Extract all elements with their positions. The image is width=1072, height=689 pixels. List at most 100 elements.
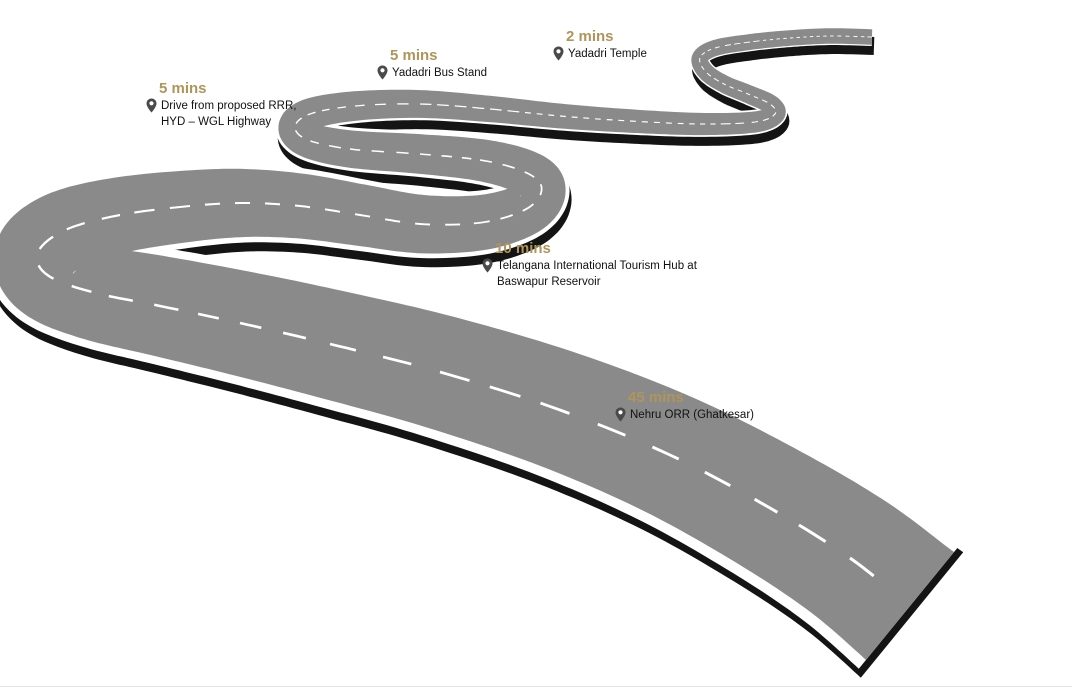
road-dash bbox=[524, 171, 535, 178]
road-dash bbox=[134, 208, 155, 214]
road-dash bbox=[419, 153, 431, 156]
road-dash bbox=[722, 82, 727, 86]
road-dash bbox=[707, 48, 712, 52]
road-dash bbox=[761, 99, 768, 103]
road-dash bbox=[204, 202, 221, 206]
road bbox=[0, 27, 964, 678]
road-dash bbox=[536, 113, 543, 115]
road-dash bbox=[382, 355, 412, 366]
road-dash bbox=[415, 222, 431, 226]
road-dash bbox=[489, 108, 502, 111]
road-dash bbox=[724, 44, 731, 47]
marker-time: 5 mins bbox=[159, 80, 207, 97]
road-dash bbox=[310, 140, 319, 145]
road-dash bbox=[439, 370, 470, 382]
marker-description: Yadadri Bus Stand bbox=[392, 65, 487, 81]
road-dash bbox=[239, 321, 262, 330]
road-dash bbox=[548, 114, 555, 117]
road-dash bbox=[354, 213, 371, 218]
road-dash bbox=[540, 401, 570, 415]
road-dash bbox=[101, 213, 121, 220]
road-dash bbox=[282, 331, 307, 340]
marker-description-line: Yadadri Bus Stand bbox=[392, 67, 488, 79]
road-dash bbox=[772, 112, 777, 117]
road-dash bbox=[472, 106, 485, 110]
road-dash bbox=[522, 203, 534, 212]
road-dash bbox=[706, 72, 712, 77]
marker-description-line: Telangana International Tourism Hub at bbox=[497, 260, 697, 272]
road-dash bbox=[396, 151, 409, 154]
marker-time: 45 mins bbox=[628, 389, 684, 406]
road-dash bbox=[307, 111, 316, 116]
marker-description-line: Drive from proposed RRR, bbox=[161, 100, 297, 112]
road-dash bbox=[441, 155, 452, 158]
road-dash bbox=[329, 342, 357, 352]
road-dash bbox=[153, 303, 179, 312]
marker-description-line: Yadadri Temple bbox=[568, 48, 647, 60]
road-dash bbox=[713, 77, 720, 82]
road-dash bbox=[651, 445, 680, 461]
road-dash bbox=[294, 204, 311, 209]
road-dash bbox=[753, 497, 779, 514]
road-dash bbox=[849, 556, 875, 578]
road-dash bbox=[714, 46, 720, 49]
road-dash bbox=[384, 218, 401, 223]
road-dash bbox=[539, 183, 543, 196]
road-dash bbox=[454, 105, 467, 108]
road-dash bbox=[770, 104, 776, 109]
road-dash bbox=[597, 422, 626, 437]
road-dash bbox=[294, 129, 303, 138]
marker-description-line: Baswapur Reservoir bbox=[497, 276, 601, 288]
map-pin-icon bbox=[553, 46, 564, 61]
road-dash bbox=[737, 89, 743, 92]
marker-description: Yadadri Temple bbox=[568, 46, 647, 62]
road-dash bbox=[437, 104, 449, 107]
road-dash bbox=[197, 312, 220, 320]
road-dash bbox=[371, 150, 384, 153]
road-dash bbox=[479, 159, 493, 163]
road-dash bbox=[328, 144, 342, 149]
marker-time: 5 mins bbox=[390, 47, 438, 64]
road-dash bbox=[500, 214, 513, 220]
road-dash bbox=[337, 106, 347, 109]
marker-description: Nehru ORR (Ghatkesar) bbox=[630, 407, 754, 423]
road-dash bbox=[751, 120, 759, 123]
road-dash bbox=[559, 115, 566, 118]
road-dash bbox=[349, 148, 361, 151]
road-dash bbox=[473, 220, 490, 225]
map-pin-icon bbox=[615, 407, 626, 422]
map-pin-icon bbox=[377, 65, 388, 80]
marker-time: 2 mins bbox=[566, 28, 614, 45]
road-dash bbox=[507, 110, 520, 113]
road-dash bbox=[71, 284, 92, 293]
marker-time: 10 mins bbox=[495, 240, 551, 257]
road-dash bbox=[735, 122, 745, 125]
road-dash bbox=[753, 40, 760, 43]
road-dash bbox=[524, 111, 531, 114]
road-dash bbox=[729, 86, 734, 89]
road-dash bbox=[108, 294, 134, 302]
road-dash bbox=[295, 117, 303, 124]
road-dash bbox=[461, 156, 472, 160]
map-pin-icon bbox=[482, 258, 493, 273]
road-dash bbox=[753, 96, 759, 99]
road-dash bbox=[798, 523, 827, 543]
road-dash bbox=[701, 52, 706, 56]
road-surface bbox=[0, 28, 954, 660]
road-dash bbox=[169, 204, 191, 210]
marker-description-line: Nehru ORR (Ghatkesar) bbox=[630, 409, 754, 421]
road-dash bbox=[66, 222, 86, 231]
road-dash bbox=[38, 235, 54, 250]
road-dash bbox=[354, 104, 365, 107]
road-dash bbox=[37, 264, 55, 280]
bottom-divider bbox=[0, 686, 1072, 687]
road-dash bbox=[264, 202, 281, 206]
road-dash bbox=[762, 117, 770, 122]
road-dash bbox=[701, 65, 705, 70]
road-dash bbox=[489, 385, 521, 398]
road-dash bbox=[745, 92, 751, 96]
road-dash bbox=[733, 42, 741, 45]
road-dash bbox=[502, 163, 515, 169]
road-dash bbox=[321, 108, 330, 112]
